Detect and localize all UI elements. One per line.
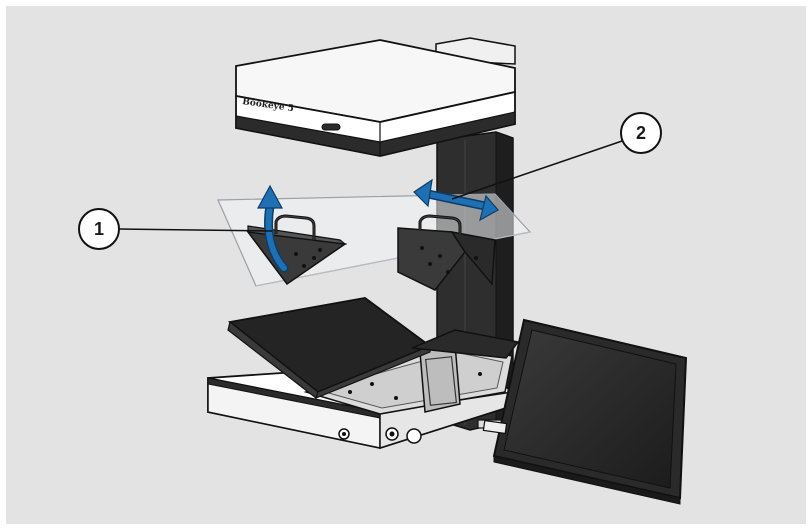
callout-2: 2 <box>451 112 662 200</box>
rotate-up-arrow-icon <box>256 184 289 273</box>
callout-1: 1 <box>78 208 273 250</box>
callout-2-leader <box>451 139 626 200</box>
touch-monitor <box>482 318 688 505</box>
base-connector-3 <box>406 428 422 444</box>
double-horizontal-arrow-icon <box>413 178 499 222</box>
callout-1-number: 1 <box>94 219 104 239</box>
callout-2-circle <box>620 112 662 154</box>
right-book-clamp <box>397 214 496 291</box>
callout-2-number: 2 <box>636 123 646 143</box>
book-cradle <box>227 297 520 415</box>
callout-1-circle <box>78 208 120 250</box>
scan-head: Bookeye 5 <box>235 37 516 157</box>
scan-head-button <box>321 123 341 131</box>
callout-1-leader <box>119 228 273 232</box>
